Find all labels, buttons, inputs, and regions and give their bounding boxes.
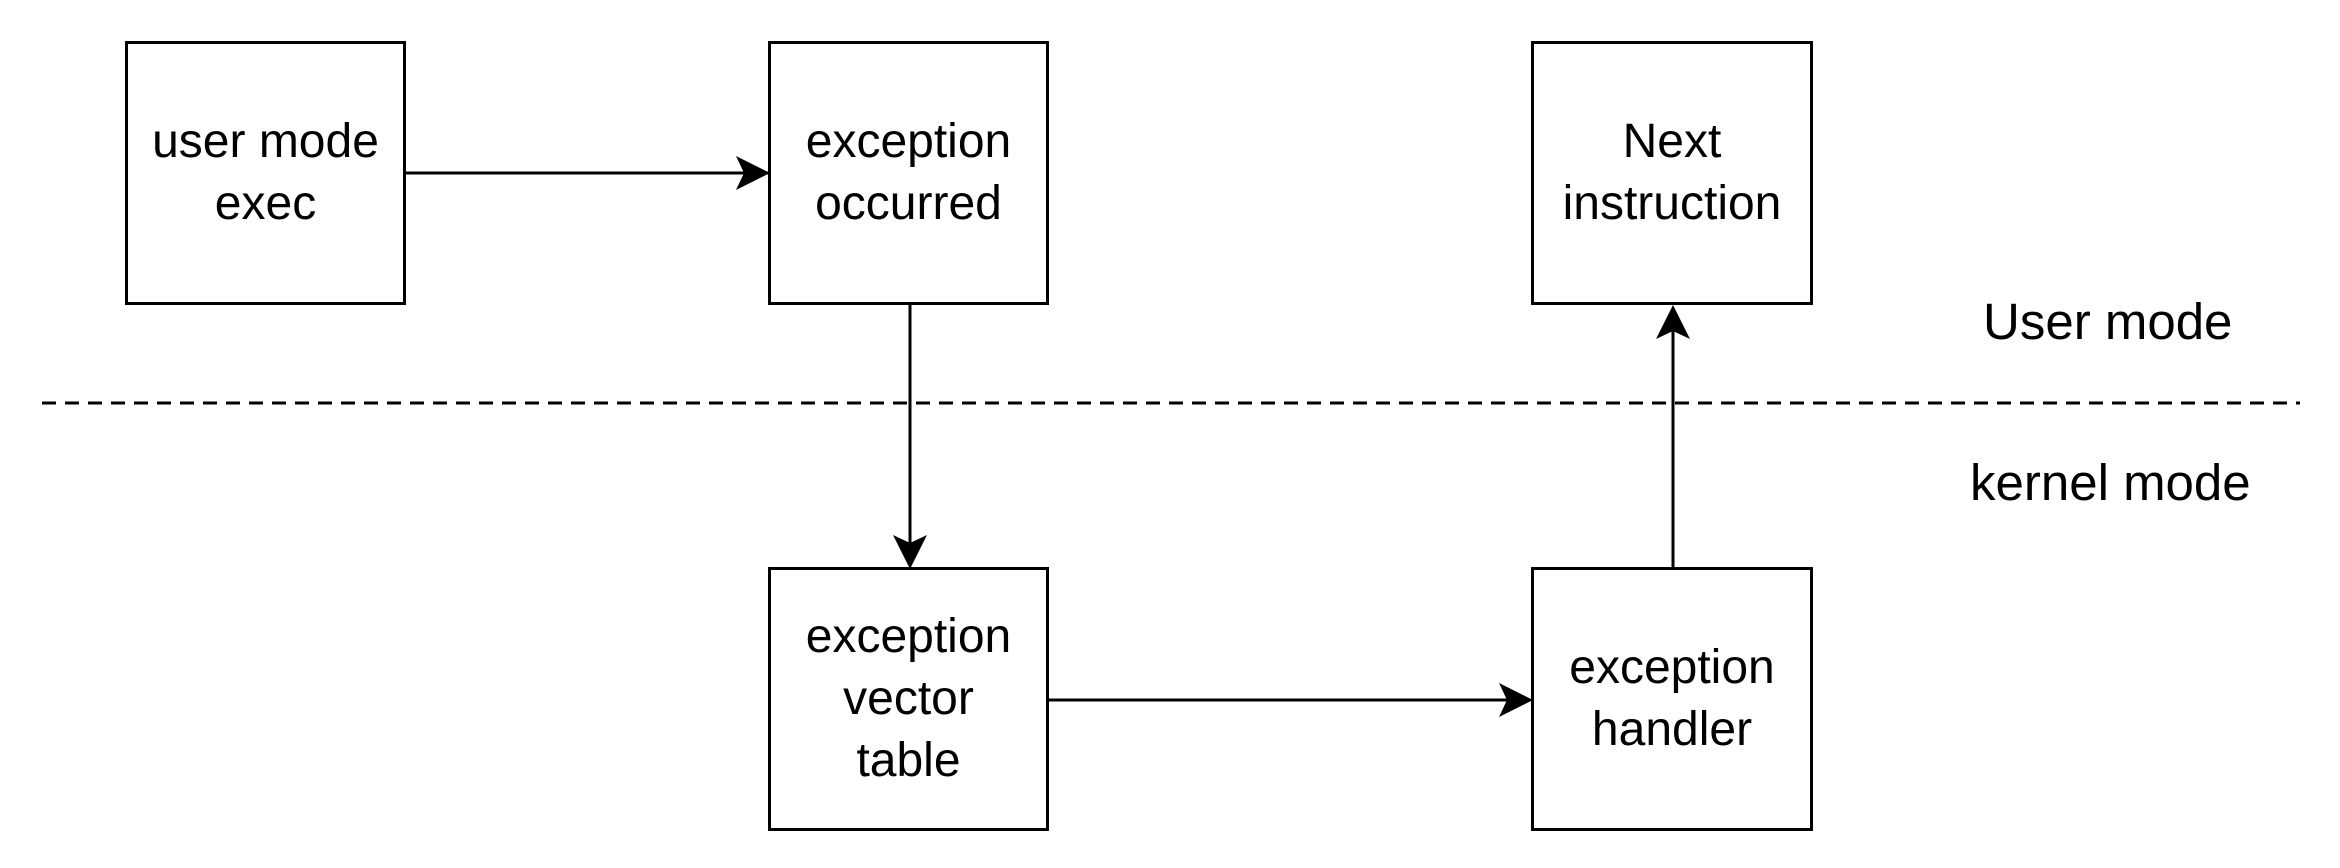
node-next-instruction: Next instruction [1531,41,1813,305]
zone-label-kernel-mode: kernel mode [1970,454,2251,511]
node-next-instruction-label: Next instruction [1562,115,1782,230]
node-user-mode-exec: user mode exec [125,41,406,305]
zone-label-user-mode: User mode [1983,293,2233,350]
arrowhead-next-instruction [1656,305,1690,339]
arrowhead-exception-occurred [736,156,770,190]
node-exception-vector-table-label: exception vector table [805,610,1012,787]
node-exception-handler: exception handler [1531,567,1813,831]
node-exception-occurred: exception occurred [768,41,1049,305]
node-user-mode-exec-label: user mode exec [152,115,379,230]
node-exception-vector-table: exception vector table [768,567,1049,831]
arrowhead-vector-table [893,535,927,569]
arrowhead-handler [1499,683,1533,717]
node-exception-occurred-label: exception occurred [805,115,1012,230]
node-exception-handler-label: exception handler [1569,641,1775,756]
